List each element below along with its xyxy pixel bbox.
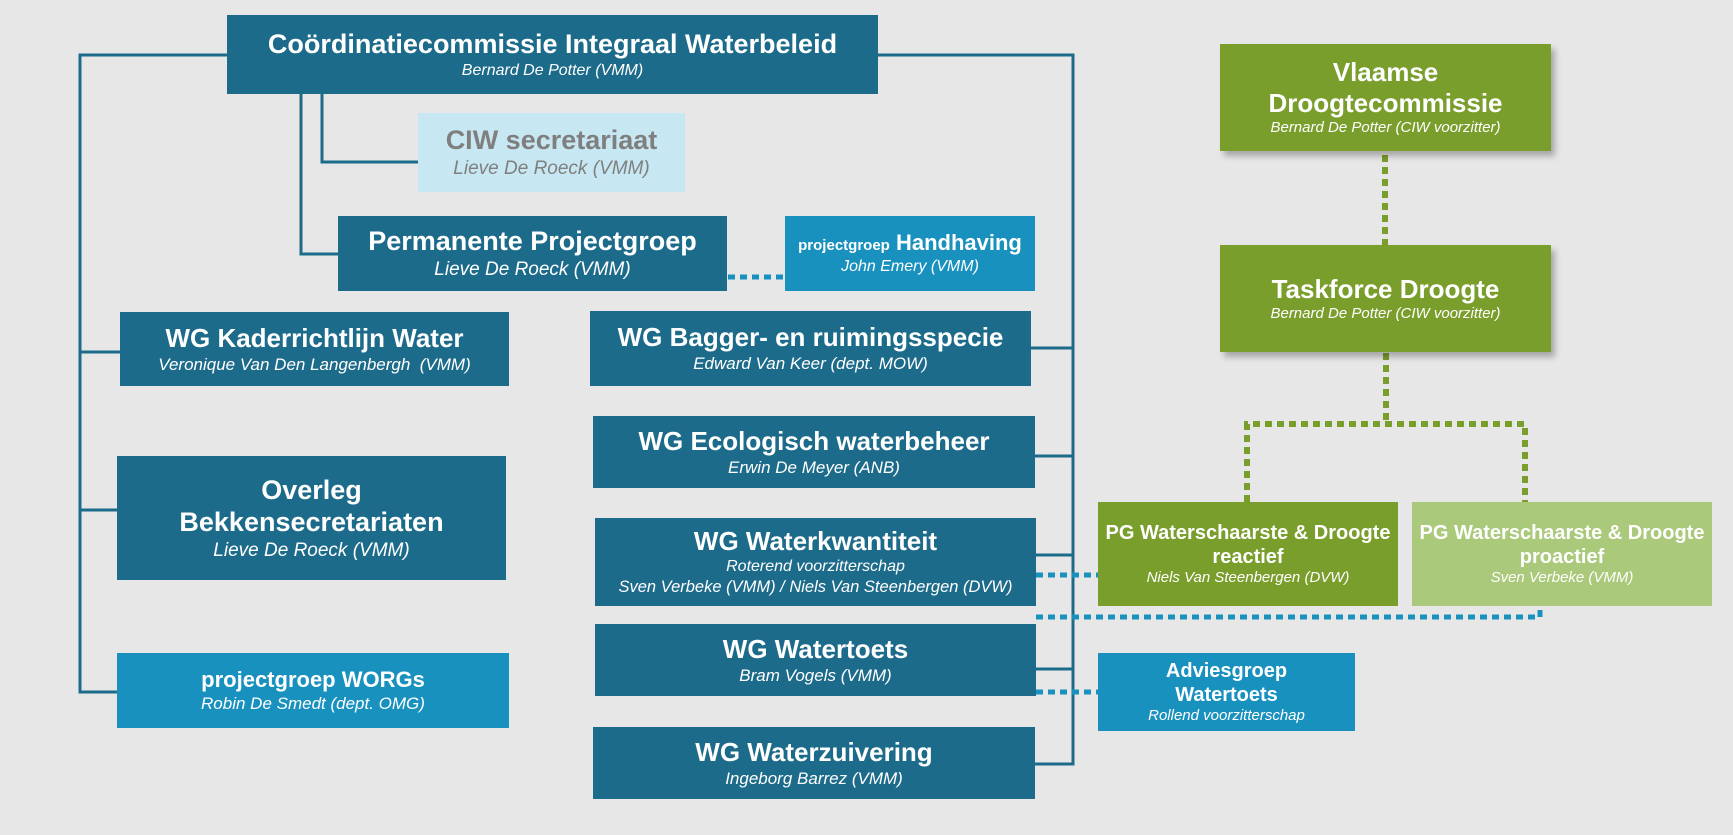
secretariaat-box[interactable]: CIW secretariaat Lieve De Roeck (VMM)	[418, 113, 685, 192]
watertoets-chair: Bram Vogels (VMM)	[739, 665, 892, 685]
bagger-box[interactable]: WG Bagger- en ruimingsspecie Edward Van …	[590, 311, 1031, 386]
ciw-title: Coördinatiecommissie Integraal Waterbele…	[267, 29, 838, 60]
ecologisch-chair: Erwin De Meyer (ANB)	[728, 457, 900, 477]
pg-reactief-title-line1: PG Waterschaarste & Droogte	[1105, 521, 1391, 544]
ecologisch-title: WG Ecologisch waterbeheer	[638, 425, 990, 456]
waterkwantiteit-box[interactable]: WG Waterkwantiteit Roterend voorzittersc…	[595, 518, 1036, 606]
handhaving-title: Handhaving	[895, 230, 1022, 256]
worgs-chair: Robin De Smedt (dept. OMG)	[201, 694, 425, 714]
permanente-chair: Lieve De Roeck (VMM)	[434, 258, 631, 280]
overleg-box[interactable]: Overleg Bekkensecretariaten Lieve De Roe…	[117, 456, 506, 580]
kaderrichtlijn-title: WG Kaderrichtlijn Water	[165, 322, 464, 353]
waterzuivering-title: WG Waterzuivering	[695, 736, 933, 767]
dotted-green-split	[1244, 421, 1528, 502]
overleg-title-line1: Overleg	[261, 474, 362, 505]
branch-permanente	[299, 93, 338, 256]
adviesgroep-box[interactable]: Adviesgroep Watertoets Rollend voorzitte…	[1098, 653, 1355, 731]
permanente-box[interactable]: Permanente Projectgroep Lieve De Roeck (…	[338, 216, 727, 291]
waterzuivering-box[interactable]: WG Waterzuivering Ingeborg Barrez (VMM)	[593, 727, 1035, 799]
left-bracket-line	[78, 53, 227, 694]
dotted-waterkwantiteit-proactief	[1036, 606, 1543, 620]
pg-reactief-chair: Niels Van Steenbergen (DVW)	[1146, 568, 1350, 586]
bagger-title: WG Bagger- en ruimingsspecie	[617, 322, 1004, 353]
kaderrichtlijn-box[interactable]: WG Kaderrichtlijn Water Veronique Van De…	[120, 312, 509, 386]
worgs-box[interactable]: projectgroep WORGs Robin De Smedt (dept.…	[117, 653, 509, 728]
droogtecommissie-title-line1: Vlaamse	[1332, 56, 1439, 87]
handhaving-chair: John Emery (VMM)	[841, 257, 979, 275]
adviesgroep-chair: Rollend voorzitterschap	[1148, 706, 1305, 724]
permanente-title: Permanente Projectgroep	[368, 226, 697, 257]
pg-proactief-box[interactable]: PG Waterschaarste & Droogte proactief Sv…	[1412, 502, 1712, 606]
worgs-title: projectgroep WORGs	[201, 666, 425, 692]
ciw-chair: Bernard De Potter (VMM)	[461, 61, 644, 79]
waterkwantiteit-line2: Sven Verbeke (VMM) / Niels Van Steenberg…	[618, 578, 1013, 597]
adviesgroep-title-line1: Adviesgroep	[1165, 659, 1288, 682]
handhaving-prefix: projectgroep	[798, 237, 890, 255]
pg-proactief-chair: Sven Verbeke (VMM)	[1490, 568, 1634, 586]
dotted-green-connectors	[1244, 155, 1528, 502]
right-bracket-line	[878, 53, 1075, 766]
waterzuivering-chair: Ingeborg Barrez (VMM)	[725, 768, 903, 788]
waterkwantiteit-title: WG Waterkwantiteit	[693, 526, 938, 557]
droogtecommissie-chair: Bernard De Potter (CIW voorzitter)	[1270, 119, 1501, 137]
pg-proactief-title-line1: PG Waterschaarste & Droogte	[1419, 521, 1705, 544]
droogtecommissie-title-line2: Droogtecommissie	[1268, 88, 1503, 119]
ciw-box[interactable]: Coördinatiecommissie Integraal Waterbele…	[227, 15, 878, 94]
watertoets-title: WG Watertoets	[722, 633, 909, 664]
kaderrichtlijn-chair: Veronique Van Den Langenbergh (VMM)	[158, 354, 471, 374]
taskforce-chair: Bernard De Potter (CIW voorzitter)	[1270, 304, 1501, 322]
pg-reactief-title-line2: reactief	[1212, 545, 1284, 568]
taskforce-title: Taskforce Droogte	[1271, 273, 1500, 304]
overleg-chair: Lieve De Roeck (VMM)	[213, 539, 410, 561]
dotted-blue-connectors	[728, 274, 1543, 695]
secretariaat-title: CIW secretariaat	[445, 125, 658, 156]
overleg-title-line2: Bekkensecretariaten	[179, 507, 444, 538]
waterkwantiteit-line1: Roterend voorzitterschap	[726, 558, 905, 576]
handhaving-box[interactable]: projectgroep Handhaving John Emery (VMM)	[785, 216, 1035, 291]
droogtecommissie-box[interactable]: Vlaamse Droogtecommissie Bernard De Pott…	[1220, 44, 1551, 151]
branch-secretariaat	[320, 93, 418, 164]
adviesgroep-title-line2: Watertoets	[1175, 683, 1278, 706]
ecologisch-box[interactable]: WG Ecologisch waterbeheer Erwin De Meyer…	[593, 416, 1035, 488]
watertoets-box[interactable]: WG Watertoets Bram Vogels (VMM)	[595, 624, 1036, 696]
secretariaat-chair: Lieve De Roeck (VMM)	[453, 157, 650, 179]
taskforce-box[interactable]: Taskforce Droogte Bernard De Potter (CIW…	[1220, 245, 1551, 352]
bagger-chair: Edward Van Keer (dept. MOW)	[693, 354, 928, 374]
pg-proactief-title-line2: proactief	[1519, 545, 1605, 568]
handhaving-title-row: projectgroep Handhaving	[798, 230, 1022, 256]
solid-connectors	[78, 53, 1075, 766]
pg-reactief-box[interactable]: PG Waterschaarste & Droogte reactief Nie…	[1098, 502, 1398, 606]
